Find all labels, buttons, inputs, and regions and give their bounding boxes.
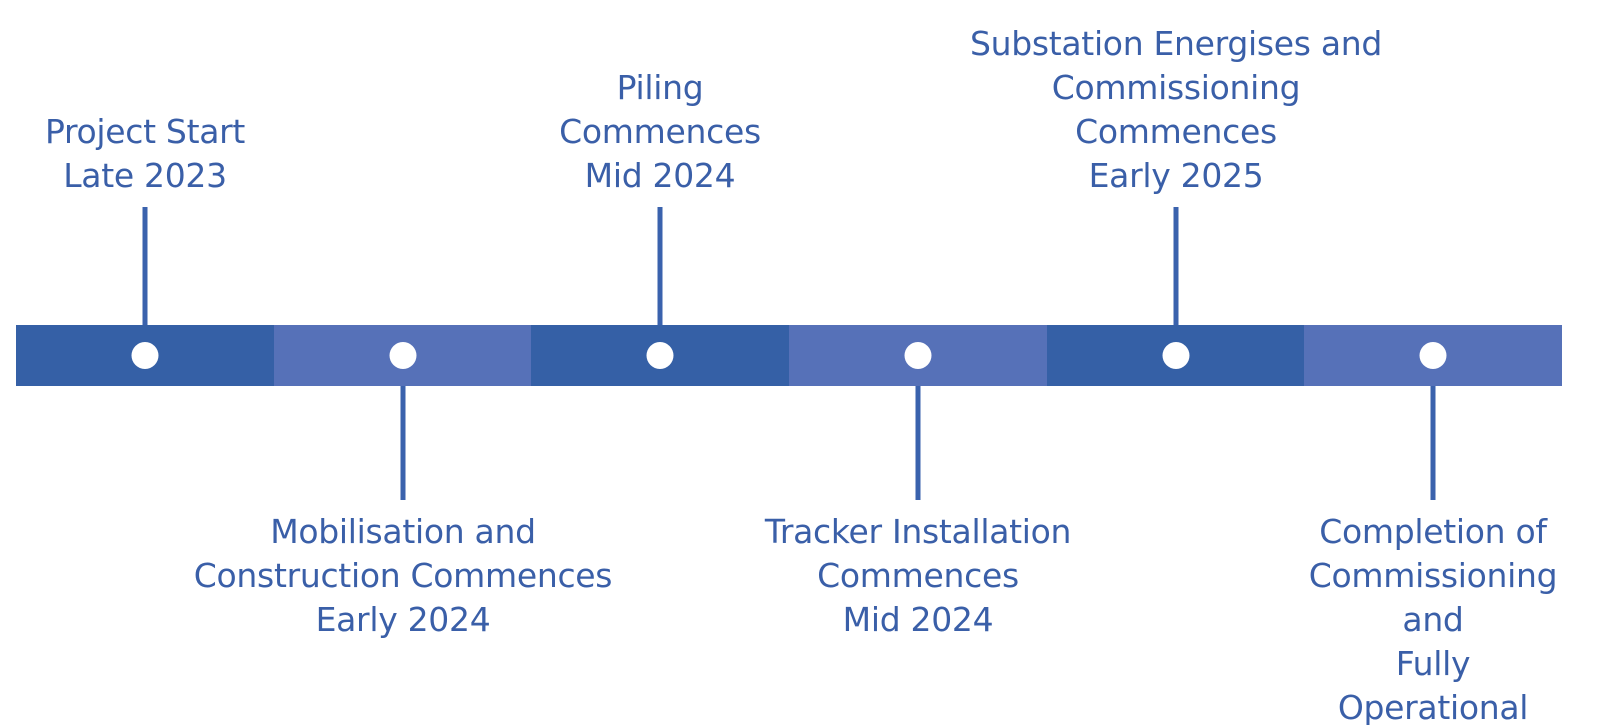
milestone-connector-4 [915,386,921,500]
milestone-connector-6 [1430,386,1436,500]
milestone-connector-3 [657,207,663,325]
milestone-label-completion: Completion of Commissioning and Fully Op… [1308,512,1558,725]
milestone-label-project-start: Project Start Late 2023 [44,112,246,195]
milestone-dot-6 [1419,342,1447,369]
milestone-connector-1 [142,207,148,325]
milestone-label-substation-energises: Substation Energises and Commissioning C… [969,24,1383,195]
milestone-connector-2 [400,386,406,500]
milestone-label-tracker-installation: Tracker Installation Commences Mid 2024 [764,512,1072,639]
milestone-dot-5 [1162,342,1190,369]
timeline-bar [16,325,1563,386]
milestone-dot-3 [646,342,674,369]
milestone-label-mobilisation: Mobilisation and Construction Commences … [193,512,613,639]
milestone-dot-4 [904,342,932,369]
milestone-label-piling: Piling Commences Mid 2024 [559,68,761,195]
milestone-dot-2 [389,342,417,369]
milestone-dot-1 [131,342,159,369]
milestone-connector-5 [1173,207,1179,325]
